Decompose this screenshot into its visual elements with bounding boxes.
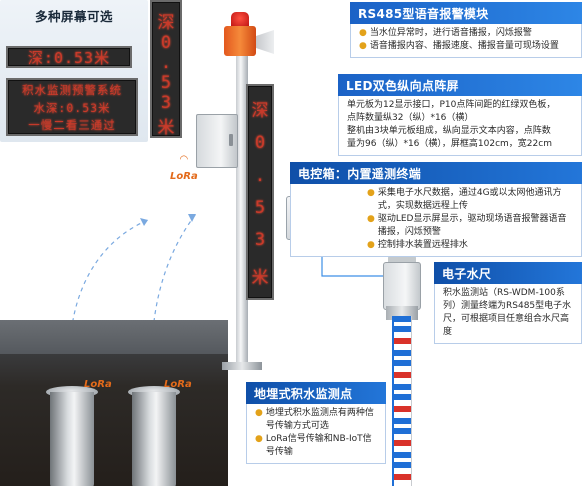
vertical-led-pole-char: 3 <box>254 230 266 251</box>
callout-bullet: ● LoRa信号传输和NB-IoT信号传输 <box>255 433 379 459</box>
callout-bullet: ● 地埋式积水监测点有两种信号传输方式可选 <box>255 407 379 433</box>
callout-water-ruler: 电子水尺 积水监测站（RS-WDM-100系列）测量终端为RS485型电子水尺，… <box>434 262 582 344</box>
bullet-dot-icon: ● <box>359 28 367 38</box>
callout-bullet: ● 当水位异常时，进行语音播报，闪烁报警 <box>359 27 575 40</box>
led-multi-line-1: 积水监测预警系统 <box>22 83 122 97</box>
lora-label: LoRa <box>84 379 112 390</box>
alarm-light <box>231 12 249 28</box>
callout-buried-point: 地埋式积水监测点 ● 地埋式积水监测点有两种信号传输方式可选 ● LoRa信号传… <box>246 382 386 464</box>
led-multi-line-board: 积水监测预警系统 水深:0.53米 一慢二看三通过 <box>6 78 138 136</box>
callout-voice-alarm-body: ● 当水位异常时，进行语音播报，闪烁报警 ● 语音播报内容、播报速度、播报音量可… <box>350 24 582 58</box>
ruler-station-box <box>383 262 421 310</box>
monitoring-pole <box>236 56 248 368</box>
callout-led-screen-title: LED双色纵向点阵屏 <box>338 74 582 96</box>
lora-label: LoRa <box>164 379 192 390</box>
callout-bullet-text: 采集电子水尺数据，通过4G或以太网他通讯方式，实现数据远程上传 <box>377 188 562 211</box>
vertical-led-left-char: 0 <box>160 33 172 53</box>
lora-label: LoRa <box>170 171 198 182</box>
callout-control-box: 电控箱：内置遥测终端 ● 采集电子水尺数据，通过4G或以太网他通讯方式，实现数据… <box>290 162 582 257</box>
callout-bullet-text: 地埋式积水监测点有两种信号传输方式可选 <box>265 408 374 431</box>
vertical-led-left-char: 米 <box>157 118 175 138</box>
callout-water-ruler-body: 积水监测站（RS-WDM-100系列）测量终端为RS485型电子水尺，可根据项目… <box>434 284 582 344</box>
signal-arrow-left <box>140 218 148 226</box>
road-surface <box>0 320 228 354</box>
bullet-dot-icon: ● <box>367 240 375 250</box>
callout-buried-point-title: 地埋式积水监测点 <box>246 382 386 404</box>
led-single-line-board: 深:0.53米 <box>6 46 132 68</box>
vertical-led-pole-char: 深 <box>251 101 269 122</box>
led-multi-line-2: 水深:0.53米 <box>33 100 111 115</box>
callout-voice-alarm: RS485型语音报警模块 ● 当水位异常时，进行语音播报，闪烁报警 ● 语音播报… <box>350 2 582 58</box>
led-multi-line-3: 一慢二看三通过 <box>28 118 116 132</box>
callout-bullet: ● 驱动LED显示屏显示，驱动现场语音报警器语音播报，闪烁预警 <box>367 213 575 239</box>
vertical-led-pole: 深 0 . 5 3 米 <box>246 84 274 300</box>
callout-control-box-title: 电控箱：内置遥测终端 <box>290 162 582 184</box>
control-box-handle <box>229 134 233 146</box>
lora-badge-right: LoRa <box>164 372 192 391</box>
voice-alarm-module <box>224 26 256 56</box>
vertical-led-pole-char: 5 <box>254 198 266 219</box>
callout-water-ruler-title: 电子水尺 <box>434 262 582 284</box>
callout-buried-point-body: ● 地埋式积水监测点有两种信号传输方式可选 ● LoRa信号传输和NB-IoT信… <box>246 404 386 464</box>
callout-line: 单元板为12显示接口，P10点阵间距的红绿双色板， <box>347 100 556 110</box>
buried-sensor-right <box>132 392 176 486</box>
lora-badge-left: LoRa <box>84 372 112 391</box>
callout-line: 点阵数量纵32（纵）*16（横） <box>347 113 474 123</box>
callout-control-box-body: ● 采集电子水尺数据，通过4G或以太网他通讯方式，实现数据远程上传 ● 驱动LE… <box>290 184 582 257</box>
callout-led-screen-body: 单元板为12显示接口，P10点阵间距的红绿双色板， 点阵数量纵32（纵）*16（… <box>338 96 582 156</box>
bullet-dot-icon: ● <box>367 188 375 198</box>
bullet-dot-icon: ● <box>255 434 263 444</box>
vertical-led-pole-char: 0 <box>254 133 266 154</box>
callout-led-screen: LED双色纵向点阵屏 单元板为12显示接口，P10点阵间距的红绿双色板， 点阵数… <box>338 74 582 156</box>
buried-sensor-left <box>50 392 94 486</box>
electronic-water-ruler <box>392 316 412 486</box>
vertical-led-pole-char: . <box>254 165 266 186</box>
vertical-led-pole-char: 米 <box>251 267 269 288</box>
led-single-line-text: 深:0.53米 <box>27 48 111 67</box>
screen-options-title: 多种屏幕可选 <box>34 8 113 24</box>
ruler-station-cap <box>388 256 416 264</box>
bullet-dot-icon: ● <box>367 214 375 224</box>
callout-line: 量为96（纵）*16（横），屏框高102cm，宽22cm <box>347 139 552 149</box>
callout-bullet-text: 控制排水装置远程排水 <box>377 240 468 250</box>
vertical-led-left-char: 3 <box>160 93 172 113</box>
vertical-led-left-char: 5 <box>160 73 172 93</box>
callout-line: 整机由3块单元板组成，纵向显示文本内容，点阵数 <box>347 126 551 136</box>
callout-bullet-text: 语音播报内容、播报速度、播报音量可现场设置 <box>369 41 559 51</box>
vertical-led-left-char: . <box>160 53 172 73</box>
callout-bullet: ● 控制排水装置远程排水 <box>367 239 575 252</box>
callout-bullet: ● 语音播报内容、播报速度、播报音量可现场设置 <box>359 40 575 53</box>
vertical-led-left-char: 深 <box>157 13 175 33</box>
bullet-dot-icon: ● <box>255 408 263 418</box>
callout-voice-alarm-title: RS485型语音报警模块 <box>350 2 582 24</box>
lora-wave-icon: ◠ <box>179 154 189 165</box>
vertical-led-left: 深 0 . 5 3 米 <box>150 0 182 138</box>
bullet-dot-icon: ● <box>359 41 367 51</box>
callout-bullet-text: 当水位异常时，进行语音播报，闪烁报警 <box>369 28 532 38</box>
pole-base <box>222 362 262 370</box>
callout-bullet: ● 采集电子水尺数据，通过4G或以太网他通讯方式，实现数据远程上传 <box>367 187 575 213</box>
speaker-horn <box>256 30 274 54</box>
callout-bullet-text: LoRa信号传输和NB-IoT信号传输 <box>265 434 372 457</box>
callout-bullet-text: 驱动LED显示屏显示，驱动现场语音报警器语音播报，闪烁预警 <box>377 214 567 237</box>
signal-arrow-right <box>188 214 196 222</box>
lora-badge-pole: ◠ LoRa <box>170 154 198 183</box>
